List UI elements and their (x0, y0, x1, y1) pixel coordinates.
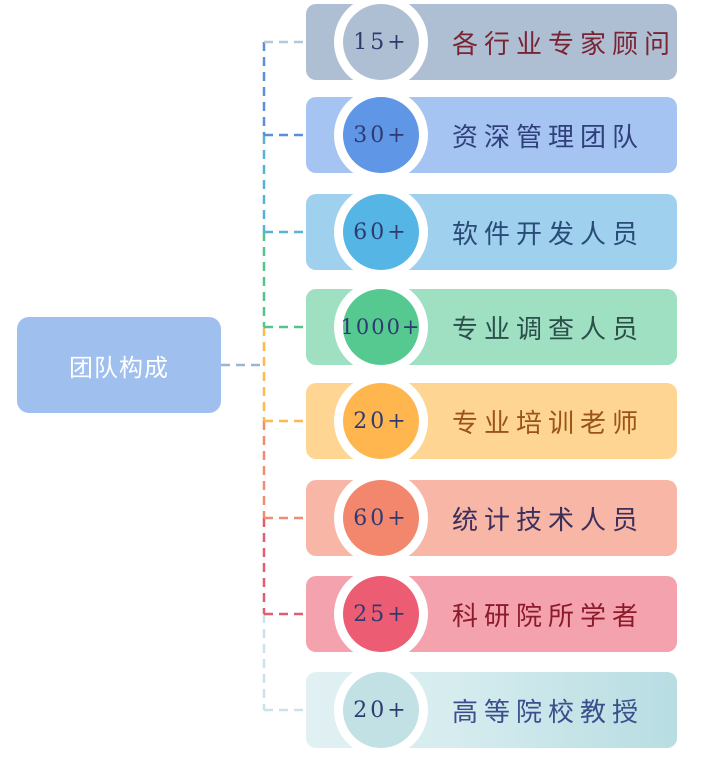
team-member-label: 科研院所学者 (452, 601, 645, 632)
team-member-label: 专业培训老师 (452, 408, 645, 439)
count-badge: 1000+ (340, 289, 420, 365)
root-label: 团队构成 (69, 353, 169, 382)
team-member-bar: 20+ 高等院校教授 (306, 663, 677, 757)
team-member-bar: 60+ 软件开发人员 (306, 185, 677, 279)
team-member-bar: 60+ 统计技术人员 (306, 471, 677, 565)
count-badge-ring: 60+ (334, 471, 428, 565)
count-badge: 20+ (343, 672, 419, 748)
team-member-label: 资深管理团队 (452, 122, 645, 153)
count-badge-ring: 15+ (334, 0, 428, 89)
count-badge-ring: 20+ (334, 663, 428, 757)
team-member-bar: 20+ 专业培训老师 (306, 374, 677, 468)
count-badge-ring: 30+ (334, 88, 428, 182)
team-member-label: 高等院校教授 (452, 697, 645, 728)
count-badge-ring: 60+ (334, 185, 428, 279)
count-badge: 60+ (343, 480, 419, 556)
team-member-label: 统计技术人员 (452, 505, 645, 536)
count-badge: 30+ (343, 97, 419, 173)
team-member-bar: 1000+ 专业调查人员 (306, 280, 677, 374)
count-badge: 20+ (343, 383, 419, 459)
team-member-label: 专业调查人员 (452, 314, 645, 345)
count-badge: 15+ (343, 4, 419, 80)
count-badge-ring: 1000+ (334, 280, 428, 374)
team-member-bar: 15+ 各行业专家顾问 (306, 0, 677, 89)
team-member-label: 软件开发人员 (452, 219, 645, 250)
count-badge-ring: 25+ (334, 567, 428, 661)
team-member-bar: 30+ 资深管理团队 (306, 88, 677, 182)
count-badge: 60+ (343, 194, 419, 270)
count-badge-ring: 20+ (334, 374, 428, 468)
team-member-label: 各行业专家顾问 (452, 29, 677, 60)
team-member-bar: 25+ 科研院所学者 (306, 567, 677, 661)
root-node-team-composition: 团队构成 (17, 317, 221, 413)
count-badge: 25+ (343, 576, 419, 652)
